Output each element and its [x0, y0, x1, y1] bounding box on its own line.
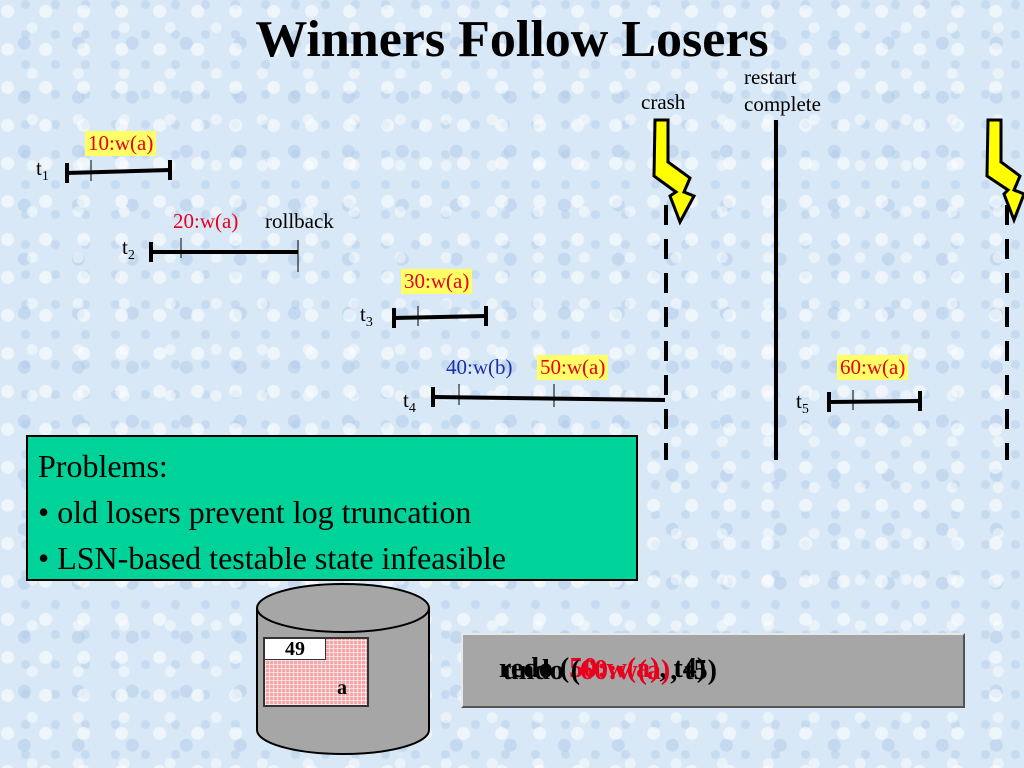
restart-complete-label: complete: [744, 92, 821, 116]
event-50-write-a: 50:w(a): [537, 355, 609, 380]
event-60-write-a: 60:w(a): [837, 355, 909, 380]
lightning-icon: [652, 118, 697, 226]
transaction-label-t5: t5: [796, 389, 809, 418]
crash-label: crash: [641, 90, 686, 114]
redo-operation: redo (50:w(a), t4): [499, 653, 707, 684]
slide-title: Winners Follow Losers: [255, 11, 769, 68]
event-20-write-a: 20:w(a): [173, 209, 239, 233]
transaction-label-t3: t3: [360, 302, 373, 331]
transaction-bar-t1: [65, 160, 172, 183]
transaction-bar-t2: [149, 238, 299, 272]
lightning-icon: [985, 118, 1024, 225]
problem-item: • old losers prevent log truncation: [38, 494, 472, 530]
page-variable: a: [337, 677, 347, 699]
log-operation-box: redo (50:w(a), t4) undo (60:w(a), t5): [461, 633, 965, 708]
transaction-label-t1: t1: [36, 156, 49, 185]
problems-heading: Problems:: [38, 448, 168, 484]
event-30-write-a: 30:w(a): [401, 269, 473, 294]
event-10-write-a: 10:w(a): [85, 131, 157, 156]
database-page: 49 a: [263, 637, 369, 707]
transaction-bar-t5: [827, 390, 922, 412]
transaction-label-t4: t4: [403, 388, 416, 417]
event-40-write-b: 40:w(b): [446, 355, 513, 379]
page-lsn: 49: [265, 639, 326, 660]
problem-item: • LSN-based testable state infeasible: [38, 540, 506, 576]
restart-label: restart: [744, 65, 797, 89]
transaction-bar-t4: [431, 384, 666, 407]
undo-operation: undo (60:w(a), t5): [503, 655, 717, 686]
problems-box: Problems: • old losers prevent log trunc…: [26, 435, 638, 581]
rollback-label: rollback: [265, 209, 334, 233]
transaction-label-t2: t2: [122, 235, 135, 264]
transaction-bar-t3: [392, 306, 488, 328]
